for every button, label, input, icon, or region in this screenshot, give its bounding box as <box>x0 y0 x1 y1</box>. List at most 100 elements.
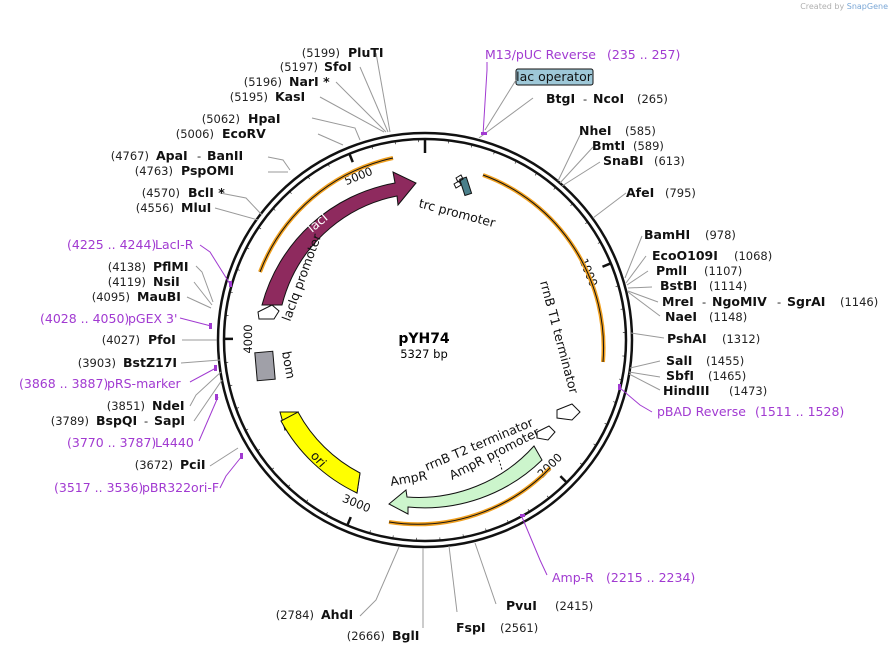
site-name-pfoi: PfoI <box>148 332 176 347</box>
primer-range-pbr322: (3517 .. 3536) <box>54 480 143 495</box>
site-pos-bstbi: (1114) <box>709 279 747 293</box>
site-pos-snabi: (613) <box>654 154 685 168</box>
site-name-mlui: MluI <box>181 200 211 215</box>
ruler-minor-tick <box>570 203 573 206</box>
site-pos-pflmi: (4138) <box>108 260 146 274</box>
site-name-apai: ApaI <box>156 148 188 163</box>
lac-operator-tag <box>515 68 594 86</box>
ruler-minor-tick <box>235 407 239 409</box>
primer-name-ampr: Amp-R <box>552 570 594 585</box>
ruler-minor-tick <box>493 151 495 155</box>
primer-name-l4440: L4440 <box>155 435 194 450</box>
site-pos-bcli: (4570) <box>142 186 180 200</box>
ruler-minor-tick <box>604 423 608 425</box>
ruler-minor-tick <box>485 528 487 532</box>
ruler-minor-tick <box>246 247 250 250</box>
site-pos-sali: (1455) <box>706 354 744 368</box>
site-name-pspomi: PspOMI <box>181 163 234 178</box>
lac-operator-label: lac operator <box>516 69 593 84</box>
site-pos-btgi: (265) <box>637 92 668 106</box>
site-name-bcli: BclI * <box>188 185 225 200</box>
primer-range-m13: (235 .. 257) <box>607 47 680 62</box>
bom-box <box>254 350 276 382</box>
primer-range-pgex: (4028 .. 4050) <box>40 311 129 326</box>
site-name-btgi: BtgI <box>546 91 575 106</box>
site-name-ecorv: EcoRV <box>222 126 266 141</box>
ruler-label-4000: 4000 <box>241 324 255 353</box>
site-pos-nhei: (585) <box>625 124 656 138</box>
rrnb-t2-glyph <box>536 425 556 441</box>
ruler-tick-2000 <box>559 475 568 484</box>
site-name-nari: NarI * <box>289 74 330 89</box>
site-labels-right: BtgI - NcoI (265) NheI (585) BmtI (589) … <box>546 91 878 398</box>
site-name-fspi: FspI <box>456 620 486 635</box>
ruler-minor-tick <box>613 401 617 403</box>
site-name-sfoi: SfoI <box>324 59 352 74</box>
ruler-minor-tick <box>272 208 276 211</box>
site-pos-bstz17i: (3903) <box>78 356 116 370</box>
site-name-pluti: PluTI <box>348 45 384 60</box>
rrnb-t1-label: rrnB T1 terminator <box>537 279 582 396</box>
site-extra-ncoi: NcoI <box>593 91 624 106</box>
site-name-nsii: NsiI <box>153 274 180 289</box>
site-pos-bgli: (2666) <box>347 629 385 643</box>
site-leaders <box>180 52 665 628</box>
site-name-ndei: NdeI <box>152 398 185 413</box>
laciq-promoter-glyph <box>257 304 280 320</box>
ruler-minor-tick <box>470 144 473 148</box>
site-sep-mrei: - <box>702 295 706 309</box>
site-pos-pspomi: (4763) <box>135 164 173 178</box>
site-extra-sapi: SapI <box>154 413 185 428</box>
site-pos-sbfi: (1465) <box>708 369 746 383</box>
site-extra2-sgrai: SgrAI <box>787 294 825 309</box>
primer-leaders <box>179 62 653 576</box>
ruler-tick-3000 <box>346 516 352 526</box>
ruler-minor-tick <box>553 187 556 190</box>
site-pos-maubi: (4095) <box>92 290 130 304</box>
ruler-minor-tick <box>615 285 619 287</box>
ruler-minor-tick <box>289 191 292 194</box>
primer-name-pbr322: pBR322ori-F <box>142 480 219 495</box>
ruler-minor-tick <box>307 176 310 180</box>
ruler-minor-tick <box>369 530 371 534</box>
ruler-minor-tick <box>305 499 309 503</box>
site-name-pshai: PshAI <box>667 331 707 346</box>
site-name-bmti: BmtI <box>592 138 625 153</box>
primer-range-pbad: (1511 .. 1528) <box>755 404 844 419</box>
site-pos-nsii: (4119) <box>108 275 146 289</box>
primer-range-laci: (4225 .. 4244) <box>67 237 156 252</box>
ampr-label: AmpR <box>389 468 429 489</box>
site-pos-mrei: (1146) <box>840 295 878 309</box>
primer-name-prs: pRS-marker <box>107 376 182 391</box>
site-name-hpai: HpaI <box>248 111 281 126</box>
plasmid-size: 5327 bp <box>400 347 448 361</box>
ruler-minor-tick <box>546 495 550 499</box>
site-name-maubi: MauBI <box>137 289 181 304</box>
site-pos-hpai: (5062) <box>202 112 240 126</box>
primer-range-ampr: (2215 .. 2234) <box>606 570 695 585</box>
primer-name-m13: M13/pUC Reverse <box>485 47 596 62</box>
site-pos-ahdi: (2784) <box>276 608 314 622</box>
site-name-bamhi: BamHI <box>644 227 690 242</box>
site-pos-apai: (4767) <box>111 149 149 163</box>
site-pos-pmli: (1107) <box>704 264 742 278</box>
trc-promoter-label: trc promoter <box>417 195 498 230</box>
site-pos-pcii: (3672) <box>135 458 173 472</box>
ruler-minor-tick <box>236 269 240 271</box>
primer-name-pbad: pBAD Reverse <box>657 404 746 419</box>
primer-range-l4440: (3770 .. 3787) <box>67 435 156 450</box>
primer-name-pgex: pGEX 3' <box>128 311 177 326</box>
ruler-minor-tick <box>462 534 464 538</box>
site-sep-bspqi: - <box>144 414 148 428</box>
ruler-minor-tick <box>507 519 509 523</box>
site-pos-naei: (1148) <box>709 310 747 324</box>
site-name-sali: SalI <box>666 353 692 368</box>
site-name-kasi: KasI <box>275 89 305 104</box>
snapgene-logo: SnapGene <box>846 2 888 11</box>
ruler-minor-tick <box>325 512 328 516</box>
site-pos-afei: (795) <box>665 186 696 200</box>
rrnb-t1-glyph <box>556 403 581 421</box>
site-name-pmli: PmlI <box>656 263 687 278</box>
site-name-naei: NaeI <box>665 309 697 324</box>
